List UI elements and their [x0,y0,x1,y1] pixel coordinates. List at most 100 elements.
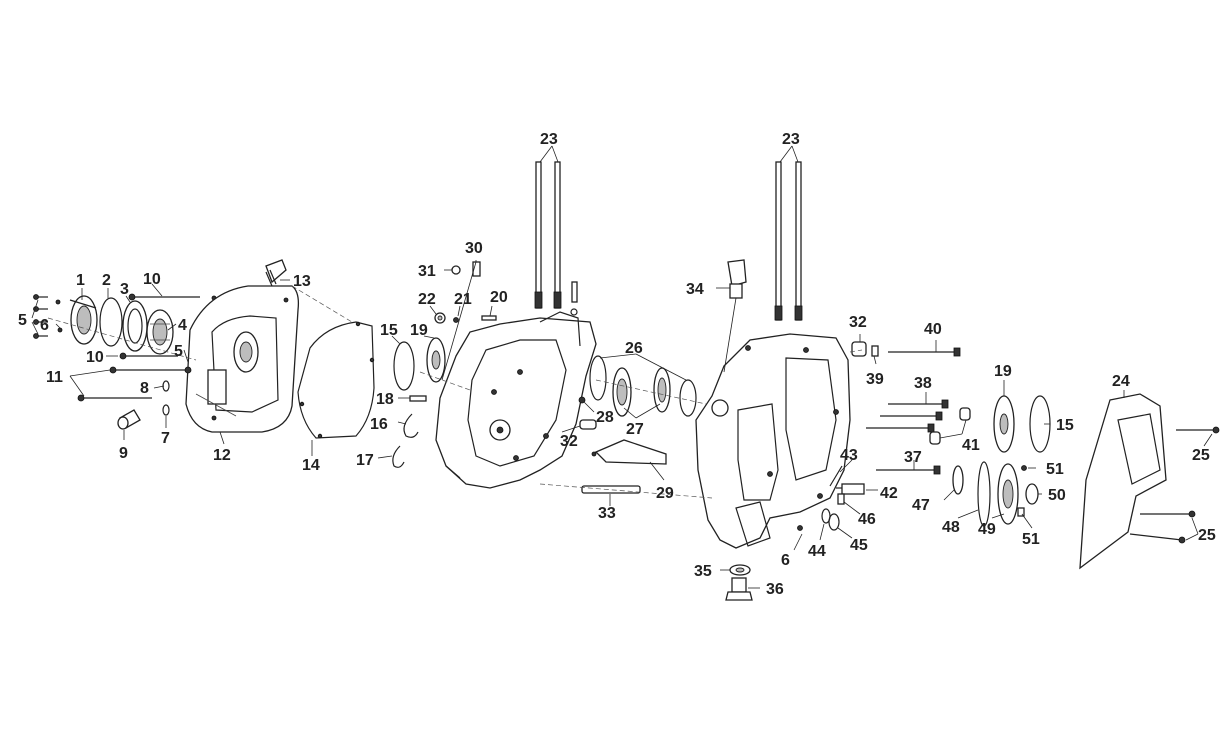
small-part-28 [578,396,586,404]
sensor-part-42 [836,483,865,495]
callout-23a: 23 [540,131,558,148]
callout-18: 18 [376,391,394,408]
callout-42: 42 [880,485,898,502]
crankcase-right-half [695,333,851,549]
callout-35: 35 [694,563,712,580]
callout-7: 7 [161,430,170,447]
callout-28: 28 [596,409,614,426]
callout-10b: 10 [86,349,104,366]
alignment-lines [47,285,863,499]
studs-part-23-right [774,161,803,321]
long-bolts-part-11 [77,366,190,402]
callout-19b: 19 [994,363,1012,380]
callout-labels: 1 2 3 4 5 5 6 6 7 8 9 10 10 11 12 13 14 … [18,131,1216,598]
callout-14: 14 [302,457,320,474]
small-parts-44-45-46 [821,493,845,531]
callout-31: 31 [418,263,436,280]
callout-33: 33 [598,505,616,522]
callout-30: 30 [465,240,483,257]
small-parts-22-31-21-30-20 [434,261,497,324]
callout-4: 4 [178,317,187,334]
cover-housing-part-12 [184,285,300,433]
callout-12: 12 [213,447,231,464]
callout-15a: 15 [380,322,398,339]
callout-51b: 51 [1022,531,1040,548]
callout-13: 13 [293,273,311,290]
fitting-part-13 [265,259,287,287]
bolt-part-40 [888,347,961,357]
callout-6a: 6 [40,317,49,334]
o-ring-part-2 [99,297,123,347]
callout-45: 45 [850,537,868,554]
clip-part-17 [392,445,405,468]
bracket-part-29 [591,439,667,465]
studs-part-23-left [534,161,562,309]
callout-46: 46 [858,511,876,528]
crankcase-left-half [435,311,597,489]
circlip-rings-part-26 [589,355,697,417]
callout-50: 50 [1048,487,1066,504]
bolts-part-38 [866,399,949,433]
pump-cover-part-1 [69,295,98,345]
clip-part-16 [403,413,419,438]
callout-43: 43 [840,447,858,464]
callout-15b: 15 [1056,417,1074,434]
callout-38: 38 [914,375,932,392]
callout-25a: 25 [1192,447,1210,464]
small-screws-left [33,294,63,339]
callout-11: 11 [46,369,63,386]
callout-5b: 5 [174,343,183,360]
small-parts-51 [1017,465,1027,517]
callout-37: 37 [904,449,922,466]
callout-48: 48 [942,519,960,536]
callout-9: 9 [119,445,128,462]
stud-small [570,281,578,316]
callout-21: 21 [454,291,472,308]
bolt-part-37 [876,465,941,475]
callout-3: 3 [120,281,129,298]
bushings-part-41 [929,407,971,445]
callout-10a: 10 [143,271,161,288]
callout-32a: 32 [560,433,578,450]
seal-part-47 [952,465,964,495]
callout-47: 47 [912,497,930,514]
ring-part-3 [122,300,148,352]
pin-part-43 [829,465,843,487]
seal-part-19 [426,337,446,383]
callout-19a: 19 [410,322,428,339]
callout-49: 49 [978,521,996,538]
rotor-part-4 [146,309,174,355]
drain-plug-part-36 [725,577,753,601]
seal-disc-part-15 [393,341,415,391]
callout-29: 29 [656,485,674,502]
seal-part-19-right [993,395,1015,453]
dowel-part-9 [117,409,141,430]
sleeve-part-32-right [851,341,867,357]
callout-40: 40 [924,321,942,338]
cover-part-24 [1079,393,1167,570]
callout-16: 16 [370,416,388,433]
callout-5a: 5 [18,312,27,329]
callout-44: 44 [808,543,826,560]
callout-6b: 6 [781,552,790,569]
long-bolts-part-10 [119,293,217,360]
bolts-part-25 [1129,426,1220,544]
pin-part-18 [409,395,427,402]
washer-part-35 [729,564,751,576]
callout-22: 22 [418,291,436,308]
callout-2: 2 [102,272,111,289]
bearing-part-27 [612,367,671,417]
callout-27: 27 [626,421,644,438]
plug-part-34 [727,259,747,299]
callout-20: 20 [490,289,508,306]
callout-26: 26 [625,340,643,357]
callout-17: 17 [356,452,374,469]
callout-23b: 23 [782,131,800,148]
shaft-part-33 [581,485,641,494]
pin-part-39 [871,345,879,357]
callout-51a: 51 [1046,461,1064,478]
callout-1: 1 [76,272,85,289]
leader-lines [31,145,1213,589]
callout-41: 41 [962,437,980,454]
